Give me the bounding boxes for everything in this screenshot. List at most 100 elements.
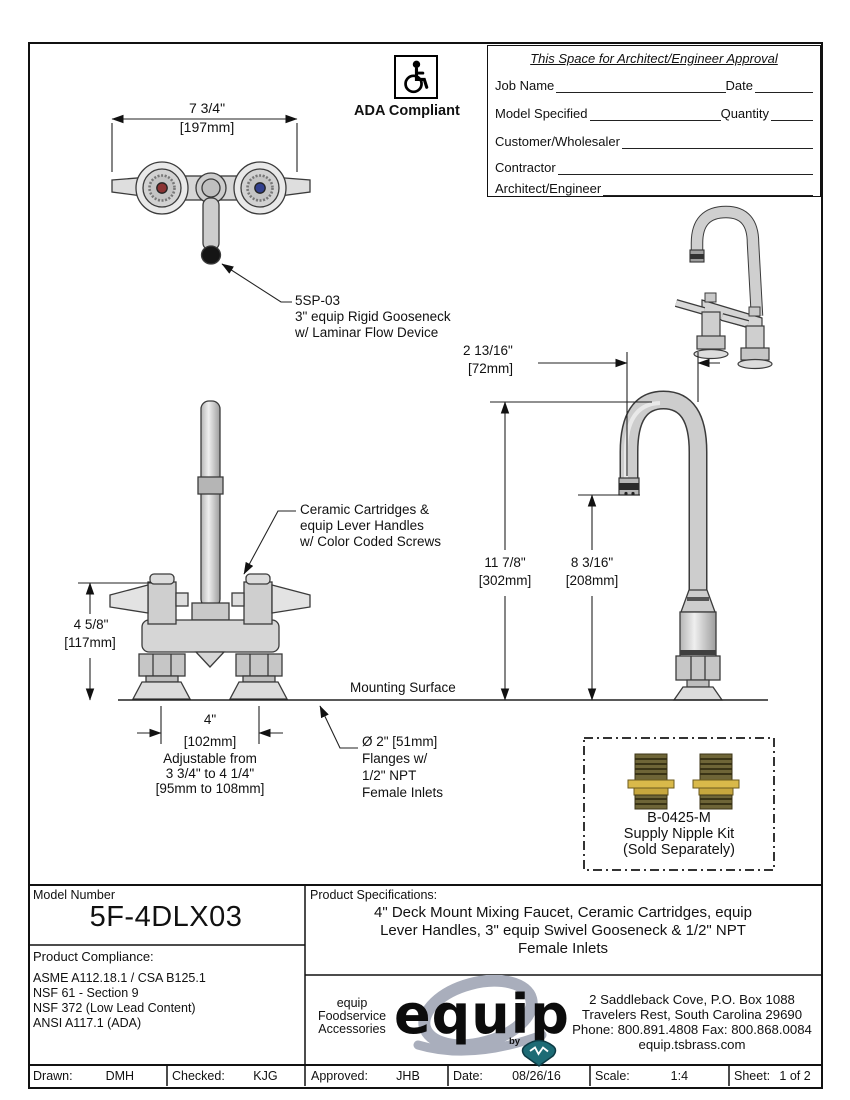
- faucet-body: [141, 619, 280, 653]
- ada-wheelchair-icon: [404, 60, 429, 94]
- address-line-2: Travelers Rest, South Carolina 29690: [581, 1007, 803, 1022]
- nipple-kit-name: Supply Nipple Kit: [623, 826, 735, 842]
- note-adjustable-3: [95mm to 108mm]: [155, 781, 265, 796]
- dim-spout-height-in: 8 3/16": [570, 555, 614, 570]
- left-flange: [131, 681, 192, 700]
- contractor-line: [557, 157, 813, 175]
- specs-line-1: 4" Deck Mount Mixing Faucet, Ceramic Car…: [374, 904, 752, 921]
- dim-deck-height-in: 4 5/8": [73, 617, 109, 632]
- date-line: [755, 75, 813, 93]
- date-label: Date: [725, 78, 753, 93]
- checked-value: KJG: [253, 1068, 278, 1083]
- left-hex-nut: [138, 653, 186, 677]
- cartridge-leader: [243, 510, 296, 575]
- brand-tagline-2: Foodservice: [317, 1009, 387, 1023]
- compliance-item: NSF 61 - Section 9: [33, 986, 139, 1000]
- brand-tagline-3: Accessories: [318, 1022, 386, 1036]
- note-adjustable-2: 3 3/4" to 4 1/4": [165, 766, 255, 781]
- address-line-1: 2 Saddleback Cove, P.O. Box 1088: [589, 992, 795, 1007]
- footer-drawn: Drawn: DMH: [28, 1066, 167, 1085]
- title-block-lines: [28, 884, 822, 1086]
- cold-screw: [254, 182, 266, 194]
- customer-line: [622, 131, 813, 149]
- equip-logo: equip: [394, 975, 570, 1056]
- front-view: [109, 400, 311, 700]
- nipple-kit-note: (Sold Separately): [622, 842, 736, 858]
- job-name-label: Job Name: [495, 78, 555, 93]
- right-hex-nut: [235, 653, 283, 677]
- side-flange: [672, 686, 724, 701]
- date-field-label: Date:: [453, 1068, 483, 1083]
- right-flange: [228, 681, 289, 700]
- dim-spread-mm: [102mm]: [183, 734, 237, 749]
- compliance-item: ASME A112.18.1 / CSA B125.1: [33, 971, 206, 985]
- date-value: 08/26/16: [512, 1068, 561, 1083]
- model-specified-line: [589, 103, 721, 121]
- footer-sheet: Sheet: 1 of 2: [729, 1066, 820, 1085]
- specs-label: Product Specifications:: [310, 888, 438, 902]
- footer-date: Date: 08/26/16: [448, 1066, 590, 1085]
- note-flange-4: Female Inlets: [362, 785, 444, 800]
- riser-pipe: [200, 400, 221, 608]
- compliance-item: NSF 372 (Low Lead Content): [33, 1001, 196, 1015]
- note-gooseneck-2: 3" equip Rigid Gooseneck: [295, 309, 451, 324]
- approved-label: Approved:: [311, 1068, 368, 1083]
- approved-value: JHB: [396, 1068, 420, 1083]
- gooseneck-outlet-top: [200, 245, 222, 265]
- top-view: [111, 161, 311, 265]
- compliance-label: Product Compliance:: [33, 949, 154, 964]
- compliance-item: ANSI A117.1 (ADA): [33, 1016, 142, 1030]
- right-lever-handle: [271, 584, 311, 614]
- checked-label: Checked:: [172, 1068, 225, 1083]
- side-hex-nut: [675, 655, 721, 681]
- scale-value: 1:4: [670, 1068, 689, 1083]
- approval-row-architect: Architect/Engineer: [495, 179, 813, 196]
- drawn-label: Drawn:: [33, 1068, 73, 1083]
- sheet-value: 1 of 2: [779, 1068, 811, 1083]
- architect-label: Architect/Engineer: [495, 181, 602, 196]
- ada-label: ADA Compliant: [354, 103, 460, 119]
- ada-icon-box: [394, 55, 438, 99]
- sheet-border: [28, 42, 823, 1089]
- approval-row-contractor: Contractor: [495, 158, 813, 175]
- dim-spread-in: 4": [203, 712, 217, 727]
- isometric-view: [674, 205, 773, 370]
- ts-brass-shield-icon: [521, 1039, 557, 1067]
- address-line-3: Phone: 800.891.4808 Fax: 800.868.0084: [572, 1022, 812, 1037]
- quantity-label: Quantity: [720, 106, 769, 121]
- supply-nipple-right: [692, 753, 740, 810]
- note-cartridge-2: equip Lever Handles: [300, 518, 424, 533]
- dim-spout-height-mm: [208mm]: [565, 573, 619, 588]
- brand-tagline-1: equip: [336, 996, 368, 1010]
- dim-overall-height-mm: [302mm]: [478, 573, 532, 588]
- model-specified-label: Model Specified: [495, 106, 588, 121]
- gooseneck-leader: [221, 263, 292, 303]
- quantity-line: [771, 103, 813, 121]
- dim-top-width-in: 7 3/4": [188, 100, 226, 116]
- supply-nipple-left: [627, 753, 675, 810]
- job-name-line: [556, 75, 726, 93]
- contractor-label: Contractor: [495, 160, 556, 175]
- customer-label: Customer/Wholesaler: [495, 134, 620, 149]
- by-label: by: [509, 1036, 521, 1047]
- mounting-surface-label: Mounting Surface: [350, 680, 456, 695]
- architect-line: [603, 178, 813, 196]
- scale-label: Scale:: [595, 1068, 630, 1083]
- equip-logo-text: equip: [394, 983, 570, 1046]
- dim-spout-reach-mm: [72mm]: [468, 361, 514, 376]
- approval-row-job: Job Name Date: [495, 76, 813, 93]
- dimension-lines: [78, 114, 768, 749]
- hot-screw: [156, 182, 168, 194]
- sheet-label: Sheet:: [734, 1068, 771, 1083]
- note-adjustable-1: Adjustable from: [163, 751, 257, 766]
- approval-row-customer: Customer/Wholesaler: [495, 132, 813, 149]
- approval-title: This Space for Architect/Engineer Approv…: [530, 51, 778, 66]
- note-gooseneck-1: 5SP-03: [295, 293, 341, 308]
- nipple-kit-model: B-0425-M: [647, 810, 711, 826]
- footer-checked: Checked: KJG: [167, 1066, 306, 1085]
- note-gooseneck-3: w/ Laminar Flow Device: [295, 325, 439, 340]
- address-line-4: equip.tsbrass.com: [638, 1037, 746, 1052]
- note-cartridge-3: w/ Color Coded Screws: [300, 534, 442, 549]
